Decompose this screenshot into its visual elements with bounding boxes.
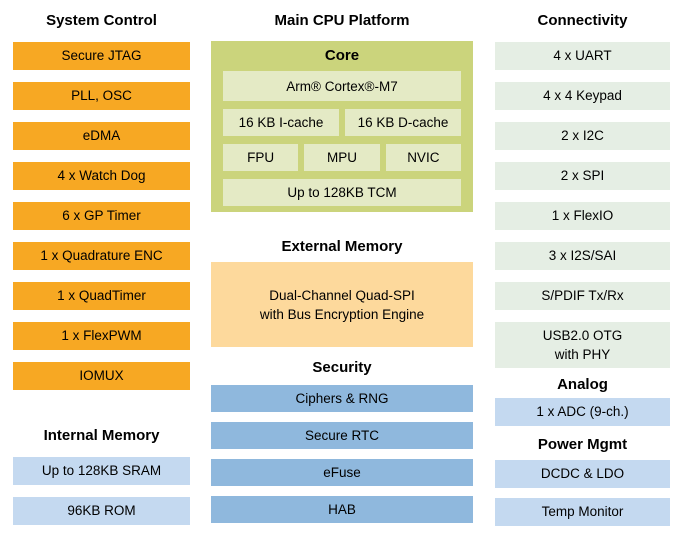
block-flexpwm: 1 x FlexPWM [13,322,190,350]
block-dcache: 16 KB D-cache [345,109,461,136]
block-dcdc-ldo: DCDC & LDO [495,460,670,488]
block-adc: 1 x ADC (9-ch.) [495,398,670,426]
block-gp-timer: 6 x GP Timer [13,202,190,230]
system-control-title: System Control [46,12,157,29]
block-quadtimer: 1 x QuadTimer [13,282,190,310]
security-title: Security [312,359,372,376]
core-title: Core [324,47,360,64]
block-cortex-m7: Arm® Cortex®-M7 [223,71,461,101]
connectivity-title: Connectivity [537,12,628,29]
fpu-mpu-nvic-row: FPU MPU NVIC [223,144,461,171]
internal-memory-title: Internal Memory [43,427,160,444]
block-spi: 2 x SPI [495,162,670,190]
column-connectivity: Connectivity 4 x UART 4 x 4 Keypad 2 x I… [495,0,670,526]
block-quadspi: Dual-Channel Quad-SPI with Bus Encryptio… [211,262,473,347]
column-main-cpu: Main CPU Platform Core Arm® Cortex®-M7 1… [211,0,473,523]
column-system-control: System Control Secure JTAG PLL, OSC eDMA… [13,0,190,525]
block-sram: Up to 128KB SRAM [13,457,190,485]
block-quadrature-enc: 1 x Quadrature ENC [13,242,190,270]
block-edma: eDMA [13,122,190,150]
main-cpu-platform-title: Main CPU Platform [274,12,410,29]
block-secure-jtag: Secure JTAG [13,42,190,70]
external-memory-title: External Memory [281,238,403,255]
block-efuse: eFuse [211,459,473,486]
block-i2s-sai: 3 x I2S/SAI [495,242,670,270]
cache-row: 16 KB I-cache 16 KB D-cache [223,109,461,136]
quadspi-line1: Dual-Channel Quad-SPI [269,287,415,303]
block-icache: 16 KB I-cache [223,109,339,136]
core-container: Core Arm® Cortex®-M7 16 KB I-cache 16 KB… [211,41,473,212]
block-pll-osc: PLL, OSC [13,82,190,110]
block-watch-dog: 4 x Watch Dog [13,162,190,190]
block-iomux: IOMUX [13,362,190,390]
analog-title: Analog [557,376,608,393]
block-ciphers-rng: Ciphers & RNG [211,385,473,412]
block-rom: 96KB ROM [13,497,190,525]
block-hab: HAB [211,496,473,523]
usb-line2: with PHY [554,347,611,362]
block-mpu: MPU [304,144,380,171]
block-fpu: FPU [223,144,299,171]
block-usb-otg: USB2.0 OTG with PHY [495,322,670,368]
block-keypad: 4 x 4 Keypad [495,82,670,110]
block-uart: 4 x UART [495,42,670,70]
block-secure-rtc: Secure RTC [211,422,473,449]
block-flexio: 1 x FlexIO [495,202,670,230]
block-tcm: Up to 128KB TCM [223,179,461,206]
power-mgmt-title: Power Mgmt [537,436,628,453]
block-spdif: S/PDIF Tx/Rx [495,282,670,310]
block-nvic: NVIC [385,144,461,171]
usb-line1: USB2.0 OTG [542,328,623,343]
block-i2c: 2 x I2C [495,122,670,150]
block-temp-monitor: Temp Monitor [495,498,670,526]
quadspi-line2: with Bus Encryption Engine [259,306,425,322]
